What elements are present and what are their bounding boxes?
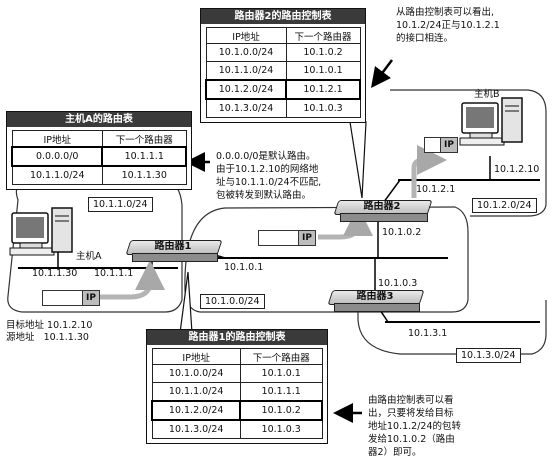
- address-router2-wan: 10.1.0.2: [382, 227, 422, 238]
- router-1-label: 路由器1: [154, 241, 192, 252]
- table-header: 下一个路由器: [239, 348, 323, 365]
- src-address-value: 10.1.1.30: [43, 332, 89, 343]
- host-b-computer-icon: [459, 97, 523, 146]
- ip-packet-at-host-a: IP: [42, 290, 100, 306]
- ip-packet-at-router1: IP: [258, 230, 316, 246]
- table-header: 下一个路由器: [285, 27, 361, 44]
- ip-packet-at-host-b: IP: [424, 137, 458, 153]
- network-label-10-1-2-0: 10.1.2.0/24: [472, 198, 537, 213]
- table-header: IP地址: [11, 130, 103, 148]
- router-3-label: 路由器3: [356, 291, 394, 302]
- subnet-0-boundary: [184, 206, 469, 313]
- hostA-table-title: 主机A的路由表: [7, 112, 191, 127]
- router-3: 路由器3: [327, 290, 425, 312]
- subnet-2-boundary: [390, 89, 547, 217]
- note-default-route: 0.0.0.0/0是默认路由。 由于10.1.2.10的网络地 址与10.1.1…: [216, 151, 322, 201]
- router-1: 路由器1: [125, 240, 223, 262]
- dst-address-label: 目标地址: [6, 320, 45, 331]
- address-router2-lan: 10.1.2.1: [416, 184, 456, 195]
- address-router3-wan: 10.1.0.3: [378, 278, 418, 289]
- ip-header-label: IP: [440, 138, 457, 152]
- dst-address-value: 10.1.2.10: [47, 320, 93, 331]
- address-router1-wan: 10.1.0.1: [224, 262, 264, 273]
- packet-address-info: 目标地址 10.1.2.10 源地址 10.1.1.30: [6, 320, 92, 344]
- host-a-computer-icon: [9, 207, 73, 256]
- note-router2-interface: 从路由控制表可以看出, 10.1.2/24正与10.1.2.1 的接口相连。: [396, 7, 500, 44]
- src-address-label: 源地址: [6, 332, 35, 343]
- network-label-10-1-3-0: 10.1.3.0/24: [456, 348, 521, 363]
- host-b-label: 主机B: [474, 89, 500, 100]
- host-a-label: 主机A: [76, 251, 102, 262]
- router-2: 路由器2: [333, 200, 433, 222]
- ip-header-label: IP: [298, 231, 315, 245]
- table-header: 下一个路由器: [101, 130, 187, 148]
- address-router3-lan: 10.1.3.1: [408, 328, 448, 339]
- table-header: IP地址: [205, 27, 287, 44]
- ip-header-label: IP: [82, 291, 99, 305]
- router-2-label: 路由器2: [363, 201, 401, 212]
- network-label-10-1-0-0: 10.1.0.0/24: [200, 294, 265, 309]
- note-router1-forwarding: 由路由控制表可以看 出，只要将发给目标 地址10.1.2/24的包转 发给10.…: [368, 395, 462, 458]
- subnet-3-boundary: [357, 300, 547, 355]
- network-label-10-1-1-0: 10.1.1.0/24: [88, 197, 153, 212]
- router2-table-title: 路由器2的路由控制表: [201, 9, 365, 24]
- address-host-a: 10.1.1.30: [32, 268, 78, 279]
- router1-table-title: 路由器1的路由控制表: [147, 330, 327, 345]
- address-host-b: 10.1.2.10: [494, 164, 540, 175]
- address-router1-lan: 10.1.1.1: [94, 268, 134, 279]
- table-header: IP地址: [151, 348, 241, 365]
